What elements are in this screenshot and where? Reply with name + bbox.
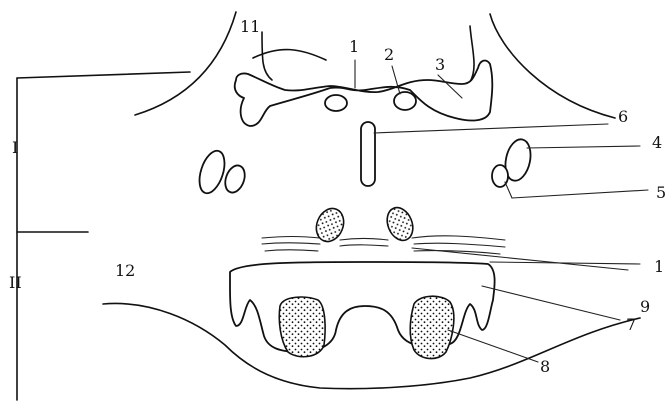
label-7: 7 [626, 315, 636, 334]
label-6: 6 [618, 107, 628, 126]
label-4: 4 [652, 133, 662, 152]
label-roman-1: I [12, 138, 18, 157]
dotted-mass-left [279, 297, 325, 357]
dotted-mass-right [410, 296, 454, 358]
label-roman-2: II [9, 273, 22, 292]
right-neck-outline [490, 14, 615, 118]
label-12: 12 [115, 261, 135, 280]
label-1: 1 [349, 37, 359, 56]
bony-complex [235, 61, 493, 126]
label-2: 2 [384, 45, 394, 64]
left-neck-outline [135, 12, 236, 115]
label-9: 9 [640, 297, 650, 316]
bony-hole-2 [394, 92, 416, 110]
left-oval-lower [222, 163, 248, 195]
central-rod [361, 122, 375, 186]
label-5: 5 [656, 183, 666, 202]
bony-hole-left [325, 95, 347, 111]
label-3: 3 [435, 55, 445, 74]
label-11: 11 [240, 17, 260, 36]
left-oval-upper [195, 148, 230, 197]
section-bracket [17, 72, 190, 400]
label-8: 8 [540, 357, 550, 376]
body-outline-lower [103, 303, 640, 388]
arch-crest [253, 50, 326, 60]
lower-bone [230, 262, 495, 352]
fiber-band [262, 236, 505, 254]
label-10: 1 [654, 257, 664, 276]
